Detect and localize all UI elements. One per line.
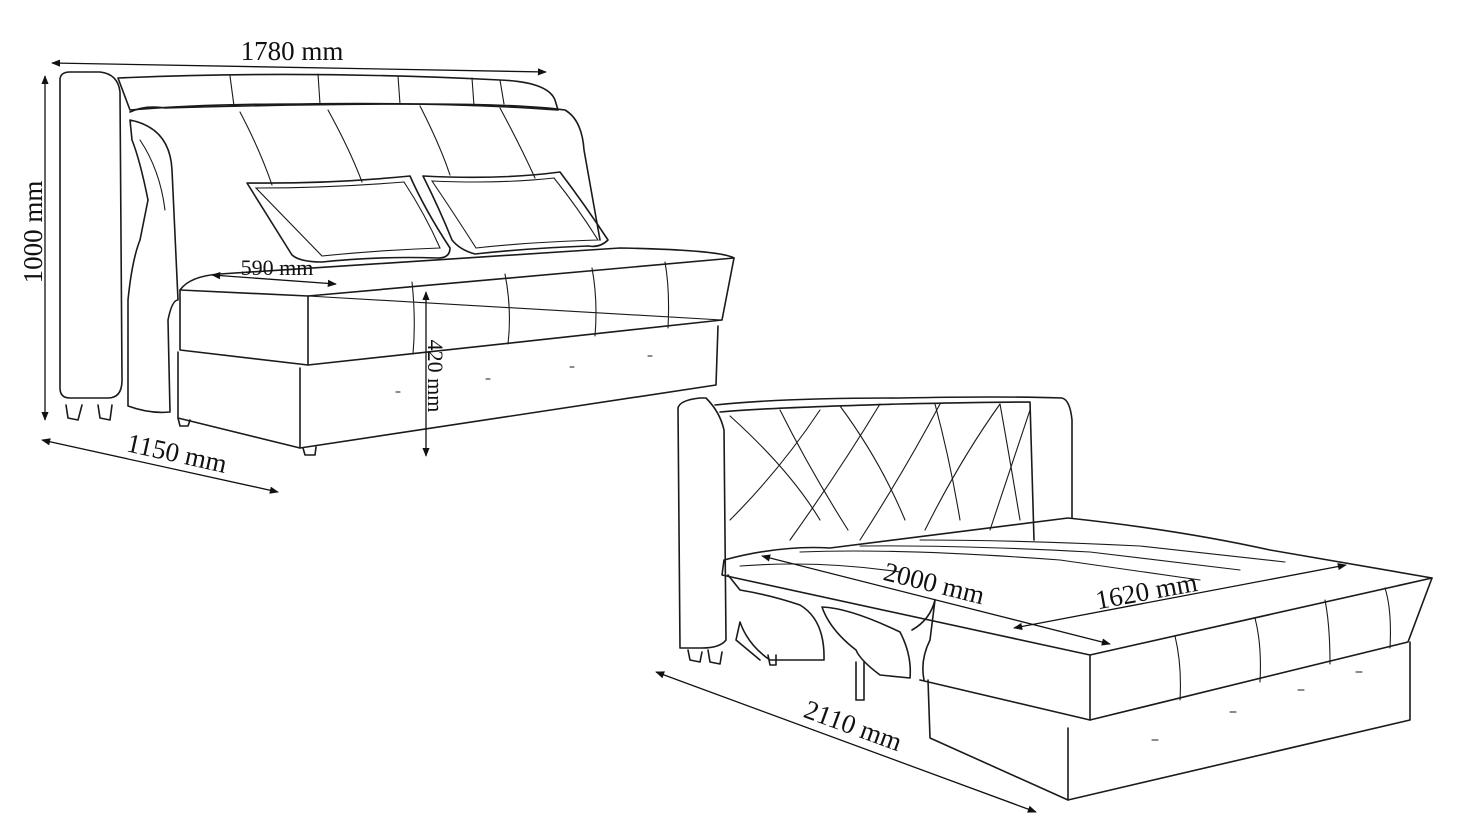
label-bed-width: 1620 mm	[1093, 567, 1200, 615]
dim-line-seat-depth	[211, 271, 337, 288]
dimension-lines	[41, 59, 1347, 813]
label-sofa-width: 1780 mm	[241, 36, 344, 66]
dim-line-bed-total-length	[655, 671, 1037, 813]
label-bed-total-length: 2110 mm	[800, 694, 906, 757]
dim-line-sofa-depth	[41, 438, 279, 494]
dim-line-sofa-width	[51, 59, 547, 76]
unfolded-bed-drawing	[677, 396, 1433, 801]
label-seat-depth: 590 mm	[241, 255, 314, 280]
dim-line-bed-width	[1013, 562, 1347, 631]
label-seat-height: 420 mm	[423, 340, 448, 413]
label-sofa-depth: 1150 mm	[124, 428, 230, 479]
folded-sofa-drawing	[59, 71, 735, 456]
label-sofa-height: 1000 mm	[18, 181, 48, 284]
